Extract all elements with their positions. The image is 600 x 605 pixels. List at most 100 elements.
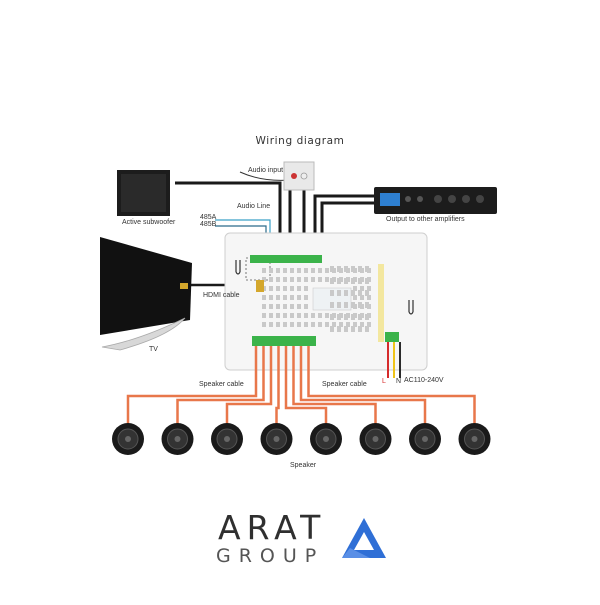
panel-vent bbox=[304, 295, 308, 300]
speaker-icon bbox=[458, 423, 491, 455]
hdmi-cable-label: HDMI cable bbox=[203, 292, 240, 299]
panel-vent bbox=[269, 286, 273, 291]
panel-vent bbox=[353, 286, 357, 291]
panel-vent bbox=[353, 322, 357, 327]
speaker-icon bbox=[409, 423, 441, 455]
logo-name: ARAT bbox=[218, 508, 327, 547]
speaker-icon bbox=[359, 423, 392, 455]
panel-vent bbox=[269, 277, 273, 282]
speaker-wire bbox=[176, 346, 265, 425]
panel-vent bbox=[262, 295, 266, 300]
panel-vent bbox=[325, 313, 329, 318]
panel-vent bbox=[351, 326, 355, 332]
panel-vent bbox=[358, 326, 362, 332]
panel-vent bbox=[283, 322, 287, 327]
output-amplifiers-label: Output to other amplifiers bbox=[386, 216, 465, 223]
panel-vent bbox=[276, 277, 280, 282]
panel-vent bbox=[304, 286, 308, 291]
panel-vent bbox=[297, 322, 301, 327]
panel-vent bbox=[276, 286, 280, 291]
panel-vent bbox=[276, 268, 280, 273]
active-subwoofer-label: Active subwoofer bbox=[122, 219, 176, 226]
speaker-label: Speaker bbox=[290, 462, 317, 469]
panel-vent bbox=[318, 322, 322, 327]
panel-vent bbox=[311, 277, 315, 282]
panel-vent bbox=[269, 322, 273, 327]
panel-vent bbox=[351, 302, 355, 308]
panel-vent bbox=[367, 322, 371, 327]
triangle-logo-icon bbox=[342, 518, 386, 558]
panel-vent bbox=[344, 266, 348, 272]
panel-vent bbox=[358, 266, 362, 272]
panel-vent bbox=[269, 304, 273, 309]
control-panel bbox=[224, 232, 428, 371]
panel-vent bbox=[351, 278, 355, 284]
audio-input-label: Audio input bbox=[248, 167, 284, 174]
panel-vent bbox=[360, 322, 364, 327]
panel-vent bbox=[365, 290, 369, 296]
panel-vent bbox=[290, 313, 294, 318]
panel-vent bbox=[330, 290, 334, 296]
panel-vent bbox=[344, 302, 348, 308]
panel-vent bbox=[318, 313, 322, 318]
speaker-icon bbox=[112, 423, 144, 455]
panel-vent bbox=[337, 278, 341, 284]
tv-label: TV bbox=[149, 346, 158, 353]
panel-vent bbox=[290, 322, 294, 327]
panel-vent bbox=[262, 322, 266, 327]
panel-vent bbox=[365, 302, 369, 308]
power-n-label: N bbox=[396, 378, 402, 385]
logo-tagline: GROUP bbox=[216, 545, 325, 567]
panel-vent bbox=[297, 286, 301, 291]
speaker-icon bbox=[260, 423, 293, 455]
panel-vent bbox=[330, 302, 334, 308]
power-l-label: L bbox=[382, 378, 386, 385]
panel-vent bbox=[283, 313, 287, 318]
speaker-cable-right-label: Speaker cable bbox=[322, 381, 367, 388]
panel-vent bbox=[290, 304, 294, 309]
panel-vent bbox=[304, 268, 308, 273]
speaker-wire bbox=[299, 346, 427, 425]
panel-vent bbox=[269, 295, 273, 300]
panel-vent bbox=[276, 322, 280, 327]
panel-vent bbox=[269, 268, 273, 273]
power-wires bbox=[387, 342, 401, 378]
panel-vent bbox=[365, 266, 369, 272]
panel-vent bbox=[318, 277, 322, 282]
panel-vent bbox=[311, 268, 315, 273]
rs485b-label: 485B bbox=[200, 221, 217, 228]
panel-vent bbox=[290, 268, 294, 273]
panel-vent bbox=[344, 278, 348, 284]
panel-vent bbox=[337, 314, 341, 320]
ac-power-label: AC110-240V bbox=[404, 377, 444, 384]
panel-vent bbox=[297, 304, 301, 309]
panel-vent bbox=[283, 304, 287, 309]
panel-vent bbox=[304, 313, 308, 318]
panel-vent bbox=[330, 326, 334, 332]
panel-vent bbox=[325, 322, 329, 327]
panel-vent bbox=[269, 313, 273, 318]
panel-vent bbox=[365, 314, 369, 320]
panel-vent bbox=[365, 278, 369, 284]
panel-vent bbox=[290, 295, 294, 300]
panel-vent bbox=[325, 268, 329, 273]
panel-vent bbox=[358, 290, 362, 296]
panel-vent bbox=[351, 266, 355, 272]
panel-vent bbox=[276, 313, 280, 318]
panel-vent bbox=[367, 286, 371, 291]
panel-vent bbox=[337, 326, 341, 332]
panel-vent bbox=[330, 314, 334, 320]
panel-vent bbox=[353, 295, 357, 300]
speaker-icon bbox=[310, 423, 342, 455]
panel-vent bbox=[297, 277, 301, 282]
panel-vent bbox=[339, 322, 343, 327]
speaker-wires bbox=[126, 346, 476, 425]
panel-vent bbox=[311, 313, 315, 318]
amplifier-icon bbox=[374, 187, 497, 214]
panel-vent bbox=[290, 277, 294, 282]
panel-vent bbox=[318, 268, 322, 273]
speaker-wire bbox=[225, 346, 273, 425]
panel-vent bbox=[344, 314, 348, 320]
panel-vent bbox=[325, 277, 329, 282]
